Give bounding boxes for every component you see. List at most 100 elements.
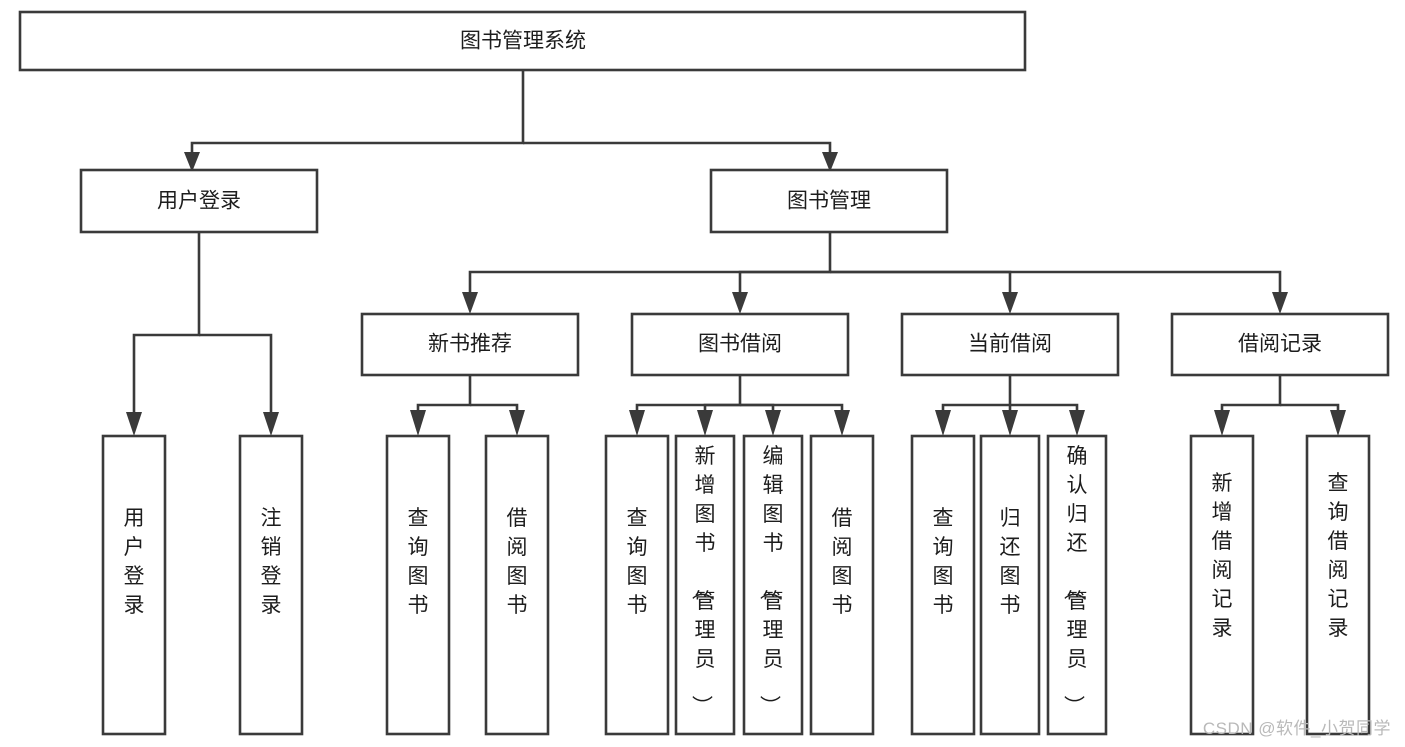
arrow-head-leaf-query-book-2 bbox=[629, 410, 645, 436]
node-leaf-borrow-book-1-label: 借阅图书 bbox=[507, 507, 528, 617]
connector-to-current-borrow bbox=[830, 270, 1012, 292]
node-leaf-query-book-1[interactable]: 查询图书 bbox=[385, 434, 451, 736]
connector-user-login-leaf-2 bbox=[199, 333, 273, 412]
node-leaf-borrow-book-1-box[interactable] bbox=[484, 434, 550, 736]
node-new-book-recommend-label: 新书推荐 bbox=[428, 333, 512, 356]
arrow-head-leaf-borrow-book-1 bbox=[509, 410, 525, 436]
connector-to-book-borrow bbox=[738, 270, 830, 292]
node-leaf-add-borrow-record-box[interactable] bbox=[1189, 434, 1255, 736]
node-leaf-borrow-book-2[interactable]: 借阅图书 bbox=[809, 434, 875, 736]
arrow-head-leaf-query-book-1 bbox=[410, 410, 426, 436]
node-leaf-borrow-book-2-label: 借阅图书 bbox=[832, 507, 853, 617]
arrow-head-current-borrow bbox=[1002, 292, 1018, 314]
node-leaf-edit-book[interactable]: 编辑图书（管理员） bbox=[742, 434, 804, 736]
node-leaf-query-book-1-box[interactable] bbox=[385, 434, 451, 736]
node-leaf-confirm-return-box[interactable] bbox=[1046, 434, 1108, 736]
arrow-head-leaf-borrow-book-2 bbox=[834, 410, 850, 436]
node-leaf-return-book[interactable]: 归还图书 bbox=[979, 434, 1041, 736]
node-leaf-confirm-return-label: 确认归还（管理员） bbox=[1062, 445, 1088, 716]
node-book-management[interactable]: 图书管理 bbox=[709, 168, 949, 234]
node-user-login[interactable]: 用户登录 bbox=[79, 168, 319, 234]
connector-bb-leaf-2 bbox=[703, 403, 740, 412]
node-leaf-query-book-2-box[interactable] bbox=[604, 434, 670, 736]
node-borrow-record-box[interactable] bbox=[1170, 312, 1390, 377]
node-book-borrow-label: 图书借阅 bbox=[698, 333, 782, 356]
node-borrow-record-label: 借阅记录 bbox=[1238, 333, 1322, 356]
node-root-box[interactable] bbox=[18, 10, 1027, 72]
arrow-head-book-management bbox=[822, 152, 838, 172]
arrow-head-leaf-user-logout bbox=[263, 412, 279, 436]
node-book-borrow[interactable]: 图书借阅 bbox=[630, 312, 850, 377]
node-root-label: 图书管理系统 bbox=[460, 30, 586, 53]
arrow-head-leaf-confirm-return bbox=[1069, 410, 1085, 436]
node-current-borrow-label: 当前借阅 bbox=[968, 333, 1052, 356]
node-root[interactable]: 图书管理系统 bbox=[18, 10, 1027, 72]
connector-nbr-leaf-2 bbox=[470, 403, 519, 412]
node-leaf-query-book-3[interactable]: 查询图书 bbox=[910, 434, 976, 736]
arrow-head-book-borrow bbox=[732, 292, 748, 314]
node-leaf-add-book-label: 新增图书（管理员） bbox=[690, 445, 716, 716]
arrow-head-leaf-edit-book bbox=[765, 410, 781, 436]
connector-bb-leaf-1 bbox=[635, 375, 742, 412]
arrow-head-leaf-return-book bbox=[1002, 410, 1018, 436]
node-book-borrow-box[interactable] bbox=[630, 312, 850, 377]
connector-to-new-book-recommend bbox=[468, 232, 832, 292]
node-leaf-user-logout[interactable]: 注销登录 bbox=[238, 434, 304, 736]
node-leaf-query-borrow-record-label: 查询借阅记录 bbox=[1328, 472, 1349, 640]
connector-to-borrow-record bbox=[830, 270, 1282, 292]
arrow-head-borrow-record bbox=[1272, 292, 1288, 314]
node-leaf-add-borrow-record-label: 新增借阅记录 bbox=[1212, 472, 1233, 640]
node-leaf-add-book[interactable]: 新增图书（管理员） bbox=[674, 434, 736, 736]
node-leaf-borrow-book-1[interactable]: 借阅图书 bbox=[484, 434, 550, 736]
connector-user-login-leaf-1 bbox=[132, 232, 201, 412]
node-leaf-add-borrow-record[interactable]: 新增借阅记录 bbox=[1189, 434, 1255, 736]
arrow-head-leaf-query-book-3 bbox=[935, 410, 951, 436]
node-new-book-recommend[interactable]: 新书推荐 bbox=[360, 312, 580, 377]
node-leaf-edit-book-label: 编辑图书（管理员） bbox=[758, 445, 784, 716]
arrow-head-leaf-add-book bbox=[697, 410, 713, 436]
node-leaf-query-book-3-box[interactable] bbox=[910, 434, 976, 736]
arrow-head-user-login bbox=[184, 152, 200, 172]
node-leaf-query-borrow-record-box[interactable] bbox=[1305, 434, 1371, 736]
connector-br-leaf-1 bbox=[1220, 375, 1282, 412]
arrow-head-new-book-recommend bbox=[462, 292, 478, 314]
connector-bb-leaf-4 bbox=[740, 403, 844, 412]
node-leaf-add-book-box[interactable] bbox=[674, 434, 736, 736]
csdn-watermark: CSDN @软件_小贺同学 bbox=[1202, 719, 1391, 738]
node-book-management-box[interactable] bbox=[709, 168, 949, 234]
node-leaf-query-book-2-label: 查询图书 bbox=[627, 507, 648, 617]
node-leaf-edit-book-box[interactable] bbox=[742, 434, 804, 736]
node-user-login-box[interactable] bbox=[79, 168, 319, 234]
connector-root-to-level2 bbox=[184, 70, 838, 172]
connector-root-to-book-management bbox=[523, 141, 832, 160]
node-leaf-query-borrow-record[interactable]: 查询借阅记录 bbox=[1305, 434, 1371, 736]
arrow-head-leaf-query-borrow-record bbox=[1330, 410, 1346, 436]
node-leaf-user-login-label: 用户登录 bbox=[124, 507, 145, 617]
connector-root-to-user-login bbox=[190, 70, 525, 160]
node-leaf-user-logout-box[interactable] bbox=[238, 434, 304, 736]
arrow-head-leaf-user-login bbox=[126, 412, 142, 436]
connector-br-leaf-2 bbox=[1280, 403, 1340, 412]
node-leaf-return-book-label: 归还图书 bbox=[1000, 507, 1021, 617]
node-borrow-record[interactable]: 借阅记录 bbox=[1170, 312, 1390, 377]
arrow-head-leaf-add-borrow-record bbox=[1214, 410, 1230, 436]
node-current-borrow-box[interactable] bbox=[900, 312, 1120, 377]
node-leaf-user-login[interactable]: 用户登录 bbox=[101, 434, 167, 736]
connector-borrow-record-to-leaves bbox=[1214, 375, 1346, 436]
node-new-book-recommend-box[interactable] bbox=[360, 312, 580, 377]
node-leaf-confirm-return[interactable]: 确认归还（管理员） bbox=[1046, 434, 1108, 736]
node-current-borrow[interactable]: 当前借阅 bbox=[900, 312, 1120, 377]
node-leaf-query-book-3-label: 查询图书 bbox=[933, 507, 954, 617]
connector-book-management-to-level3 bbox=[462, 232, 1288, 314]
node-leaf-query-book-2[interactable]: 查询图书 bbox=[604, 434, 670, 736]
node-user-login-label: 用户登录 bbox=[157, 190, 241, 213]
node-leaf-query-book-1-label: 查询图书 bbox=[408, 507, 429, 617]
connector-current-borrow-to-leaves bbox=[935, 375, 1085, 436]
connector-nbr-leaf-1 bbox=[416, 375, 472, 412]
node-leaf-return-book-box[interactable] bbox=[979, 434, 1041, 736]
node-book-management-label: 图书管理 bbox=[787, 190, 871, 213]
node-leaf-user-login-box[interactable] bbox=[101, 434, 167, 736]
node-leaf-borrow-book-2-box[interactable] bbox=[809, 434, 875, 736]
